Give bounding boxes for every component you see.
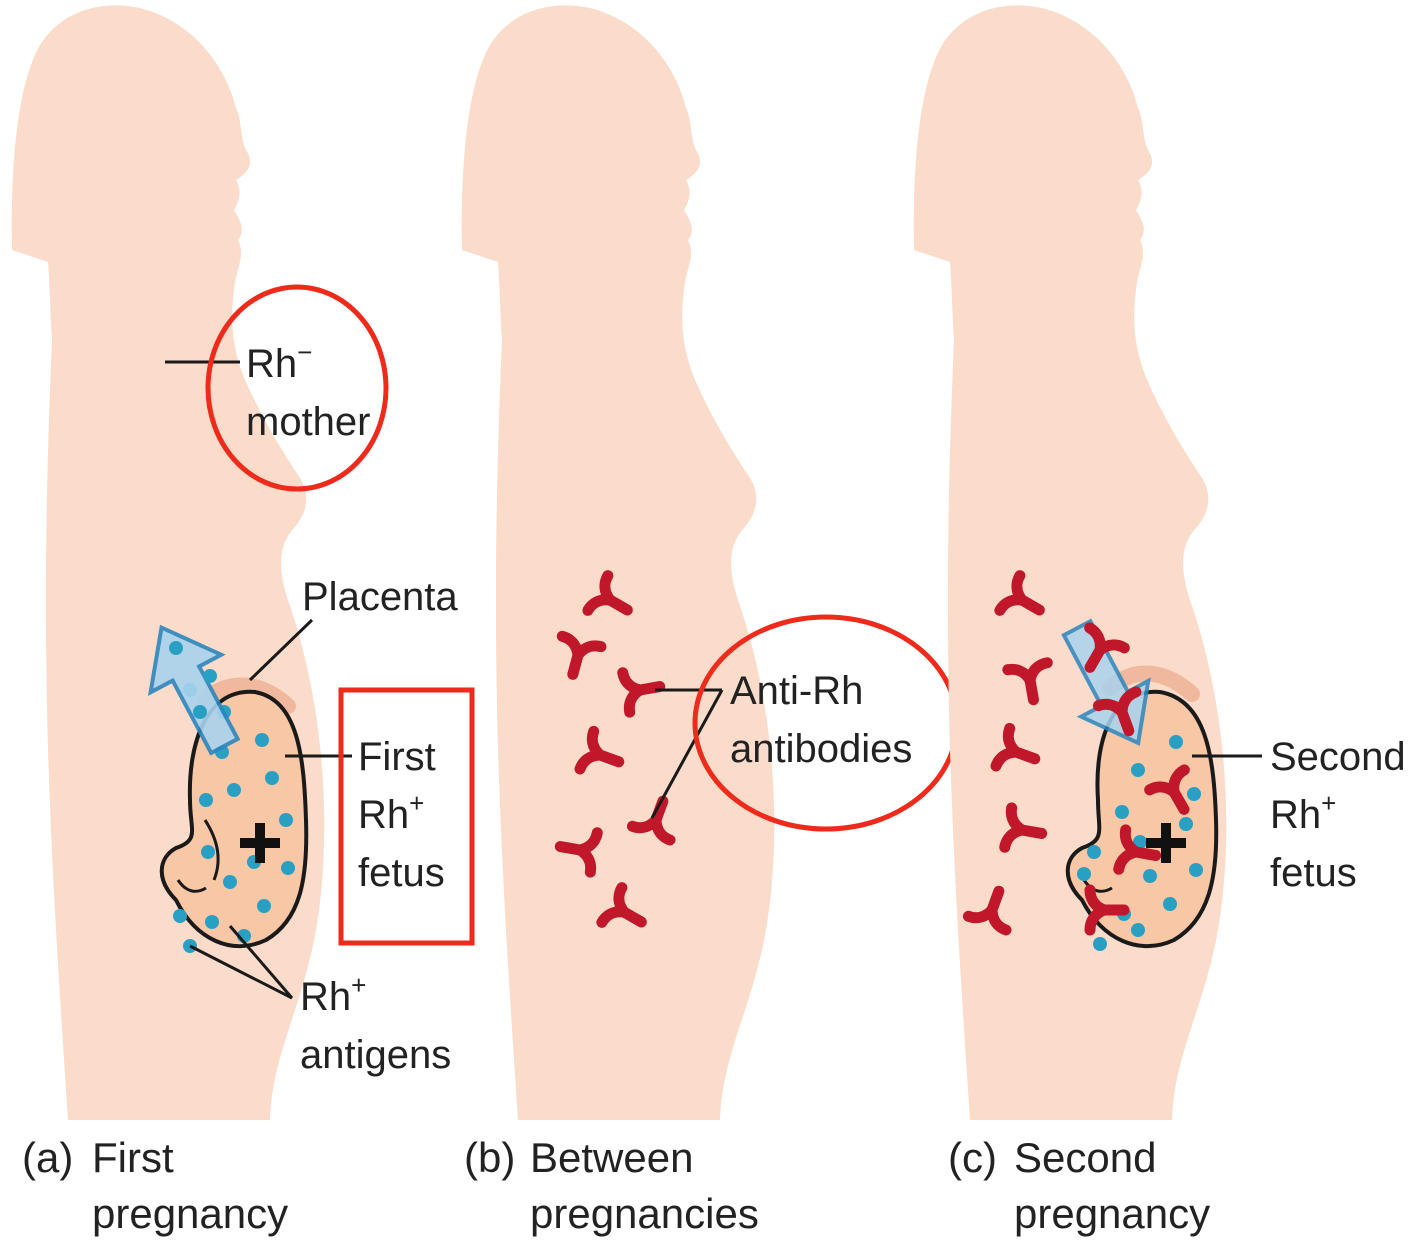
caption-a-line2: pregnancy	[92, 1190, 288, 1237]
caption-b-letter: (b)	[464, 1134, 515, 1181]
mother-silhouette	[12, 5, 325, 1120]
second-fetus-label-line3: fetus	[1270, 851, 1357, 895]
placenta-label: Placenta	[302, 575, 458, 619]
panel-second-pregnancy: Second Rh+ fetus (c) Second pregnancy	[914, 5, 1406, 1237]
caption-a-line1: First	[92, 1134, 174, 1181]
mother-label-line2: mother	[246, 400, 371, 444]
second-fetus-label-line2: Rh+	[1270, 788, 1336, 837]
antigens-label-line2: antigens	[300, 1033, 451, 1077]
antibodies-label-line1: Anti-Rh	[730, 669, 863, 713]
mother-label: Rh−	[246, 337, 312, 386]
caption-c-line1: Second	[1014, 1134, 1156, 1181]
antigens-label: Rh+	[300, 970, 366, 1019]
caption-b-line2: pregnancies	[530, 1190, 759, 1237]
antibodies-label-line2: antibodies	[730, 727, 912, 771]
mother-silhouette-c	[914, 5, 1227, 1120]
caption-a-letter: (a)	[22, 1134, 73, 1181]
first-fetus-label-line3: fetus	[358, 851, 445, 895]
second-fetus-label-line1: Second	[1270, 735, 1406, 779]
panel-first-pregnancy: Rh− mother Placenta First Rh+ fetus Rh+ …	[12, 5, 472, 1237]
first-fetus-label-line1: First	[358, 735, 436, 779]
caption-c-line2: pregnancy	[1014, 1190, 1210, 1237]
caption-b-line1: Between	[530, 1134, 693, 1181]
mother-silhouette-b	[462, 5, 775, 1120]
first-fetus-label-line2: Rh+	[358, 788, 424, 837]
caption-c-letter: (c)	[948, 1134, 997, 1181]
panel-between-pregnancies: Anti-Rh antibodies (b) Between pregnanci…	[462, 5, 957, 1237]
